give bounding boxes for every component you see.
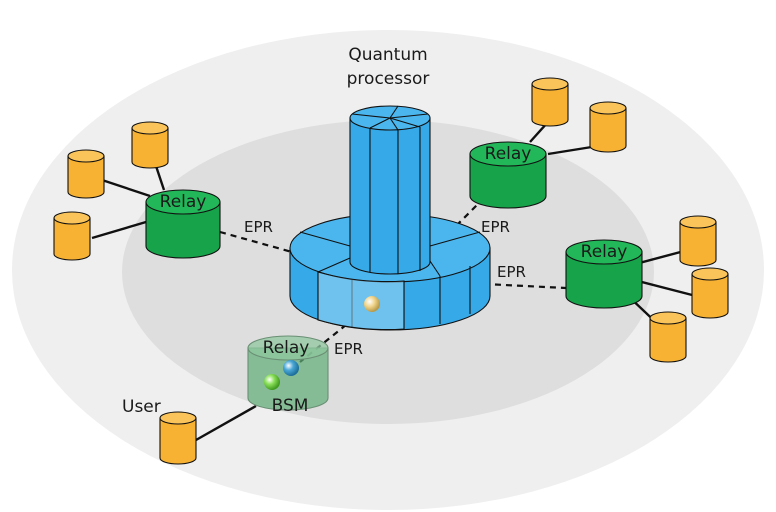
user-node	[691, 267, 729, 319]
user-node	[531, 77, 569, 127]
bsm-label: BSM	[272, 396, 309, 416]
user-node	[679, 215, 717, 267]
user-node	[589, 101, 627, 153]
user-node	[53, 211, 91, 261]
epr-label-left: EPR	[244, 218, 273, 236]
quantum-processor-label-line2: processor	[347, 69, 430, 89]
relay-node-right: Relay	[565, 239, 643, 309]
relay-label-bsm-node: Relay	[263, 338, 310, 358]
user-label: User	[122, 397, 161, 417]
quantum-processor-label-line1: Quantum	[348, 45, 427, 65]
epr-label-bottom: EPR	[334, 340, 363, 358]
epr-label-top-right: EPR	[481, 218, 510, 236]
relay-label-top-right: Relay	[485, 144, 532, 164]
quantum-processor	[289, 105, 491, 331]
user-node	[131, 121, 169, 169]
relay-node-bsm: Relay BSM	[247, 335, 329, 416]
user-node	[67, 149, 105, 199]
relay-node-top-right: Relay	[469, 141, 547, 209]
user-node	[649, 311, 687, 363]
relay-label-right: Relay	[581, 242, 628, 262]
user-nodes	[53, 77, 729, 465]
relay-node-left: Relay	[145, 189, 221, 259]
user-node-labeled	[159, 411, 197, 465]
qubit-green-icon	[264, 374, 280, 390]
relay-label-left: Relay	[160, 192, 207, 212]
epr-label-right: EPR	[497, 263, 526, 281]
qubit-blue-icon	[283, 360, 299, 376]
processor-qubit-icon	[364, 296, 380, 312]
